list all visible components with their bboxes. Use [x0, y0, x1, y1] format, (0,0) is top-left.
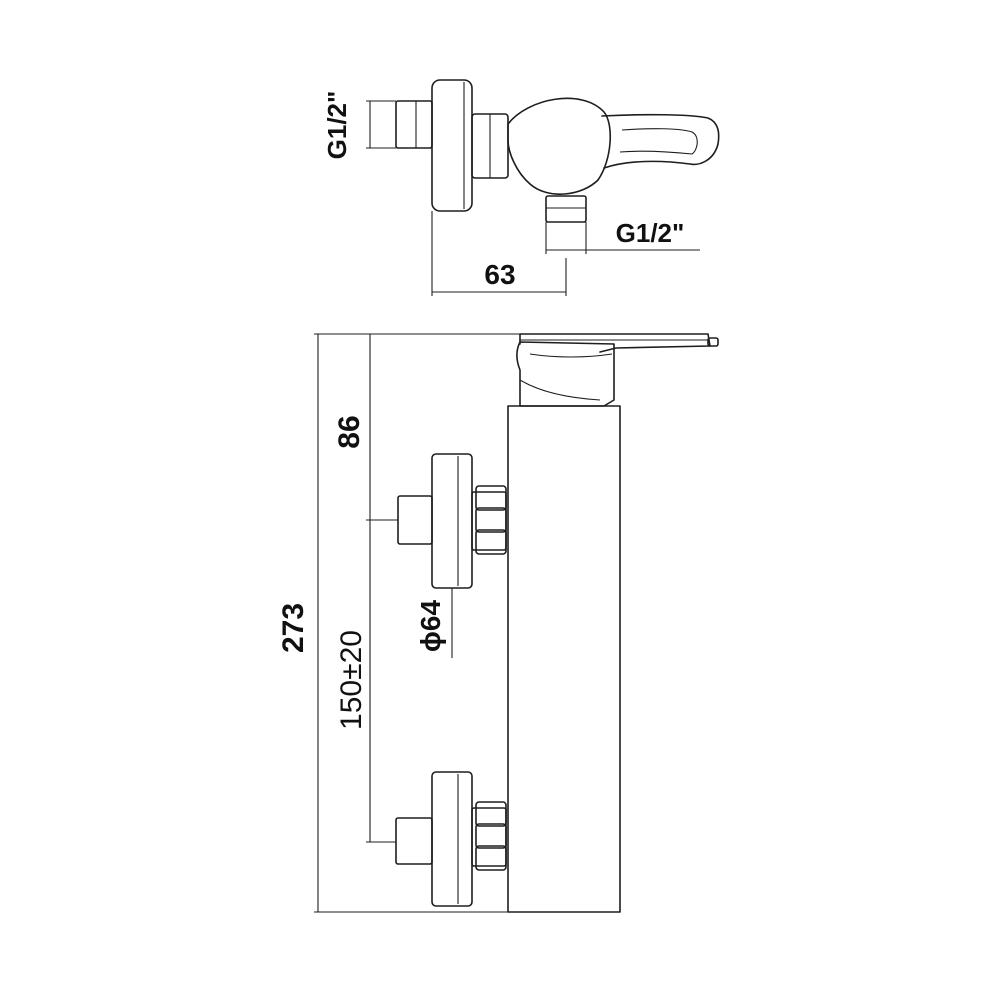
side-flange-diameter-label: ϕ64	[415, 600, 446, 653]
top-depth-dimension	[431, 211, 567, 296]
side-mixer-head	[516, 341, 615, 407]
top-lever-handle	[601, 113, 720, 169]
side-main-body	[507, 405, 621, 913]
side-view: 273 86 150±20 ϕ64	[277, 333, 719, 913]
top-outlet-thread-label: G1/2"	[616, 218, 685, 248]
top-mixer-body	[507, 97, 612, 195]
top-outlet-thread-dimension	[545, 222, 700, 254]
top-wall-flange	[431, 79, 473, 212]
side-inlet-spacing-dimension	[366, 520, 396, 843]
side-lever-offset-label: 86	[333, 415, 366, 448]
top-depth-label: 63	[484, 259, 515, 290]
top-outlet-nipple	[545, 195, 587, 223]
side-inlet-spacing-label: 150±20	[335, 630, 368, 730]
side-overall-height-label: 273	[277, 603, 310, 653]
top-inlet-nipple	[395, 100, 433, 149]
side-lever	[519, 333, 719, 353]
side-overall-height-dimension	[314, 333, 520, 913]
top-view: G1/2" G1/2" 63	[322, 79, 720, 296]
side-upper-eccentric	[397, 453, 507, 589]
top-inlet-thread-label: G1/2"	[322, 91, 352, 160]
side-lower-eccentric	[395, 771, 507, 907]
top-inlet-thread-dimension	[366, 100, 396, 149]
side-lever-offset-dimension	[366, 334, 398, 521]
